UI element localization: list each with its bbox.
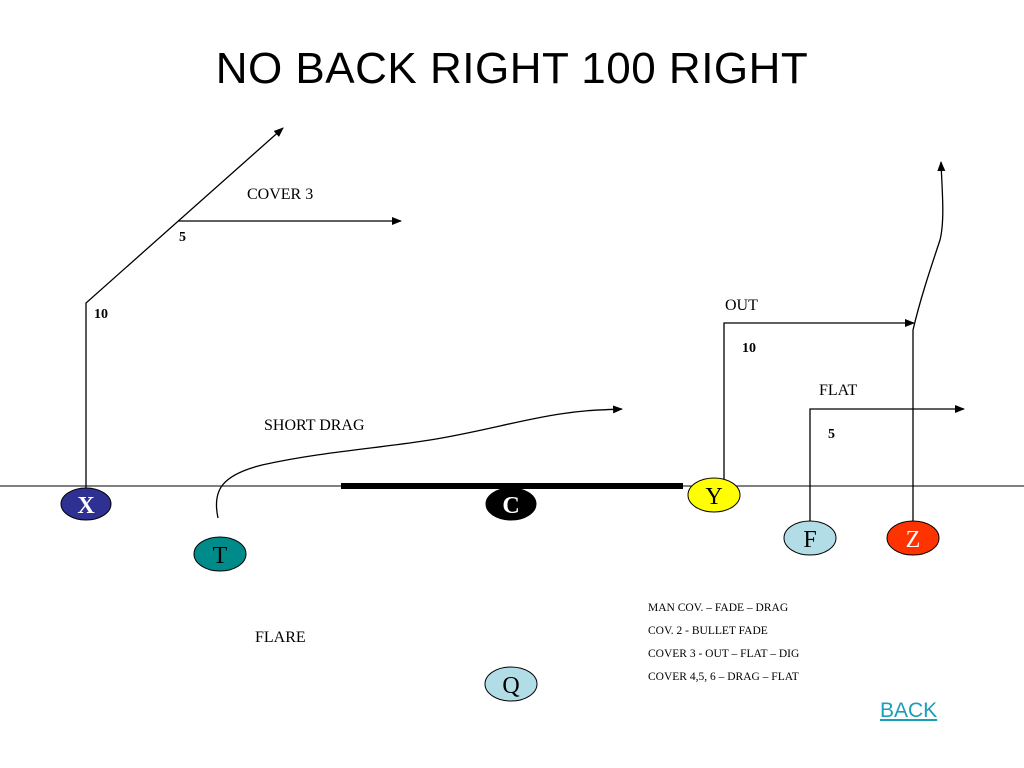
player-y-label: Y	[705, 484, 722, 510]
play-title: NO BACK RIGHT 100 RIGHT	[215, 44, 809, 93]
y-out-route	[723, 319, 915, 484]
route-label-flat: FLAT	[819, 382, 858, 399]
player-t-label: T	[213, 543, 228, 569]
player-t[interactable]: T	[193, 536, 247, 572]
player-q[interactable]: Q	[484, 666, 538, 702]
depth-x-stem: 10	[94, 307, 108, 322]
coverage-note: COVER 4,5, 6 – DRAG – FLAT	[648, 671, 799, 683]
player-f-marker	[783, 520, 837, 556]
player-x[interactable]: X	[60, 487, 112, 521]
player-t-marker	[193, 536, 247, 572]
player-q-label: Q	[502, 673, 519, 699]
coverage-note: MAN COV. – FADE – DRAG	[648, 602, 789, 614]
player-f[interactable]: F	[783, 520, 837, 556]
t-short-drag-route	[215, 405, 623, 519]
coverage-note: COVER 3 - OUT – FLAT – DIG	[648, 648, 800, 660]
depth-f-flat: 5	[828, 427, 835, 442]
f-flat-route	[809, 405, 965, 522]
player-c-label: C	[502, 493, 519, 519]
route-label-flare: FLARE	[255, 629, 306, 646]
z-fade-route	[912, 161, 946, 522]
player-q-marker	[484, 666, 538, 702]
depth-x-break: 5	[179, 230, 186, 245]
back-link[interactable]: BACK	[880, 699, 938, 722]
player-c[interactable]: C	[485, 487, 537, 521]
player-x-marker	[60, 487, 112, 521]
player-y-marker	[687, 477, 741, 513]
player-z-label: Z	[906, 527, 921, 553]
coverage-note: COV. 2 - BULLET FADE	[648, 625, 768, 637]
player-z[interactable]: Z	[886, 520, 940, 556]
route-label-out: OUT	[725, 297, 758, 314]
player-y[interactable]: Y	[687, 477, 741, 513]
player-f-label: F	[803, 527, 816, 553]
player-c-marker	[485, 487, 537, 521]
player-z-marker	[886, 520, 940, 556]
route-label-cover3: COVER 3	[247, 186, 314, 203]
x-route	[85, 127, 284, 488]
player-x-label: X	[77, 493, 95, 519]
depth-y-out: 10	[742, 341, 756, 356]
route-label-short-drag: SHORT DRAG	[264, 417, 365, 434]
